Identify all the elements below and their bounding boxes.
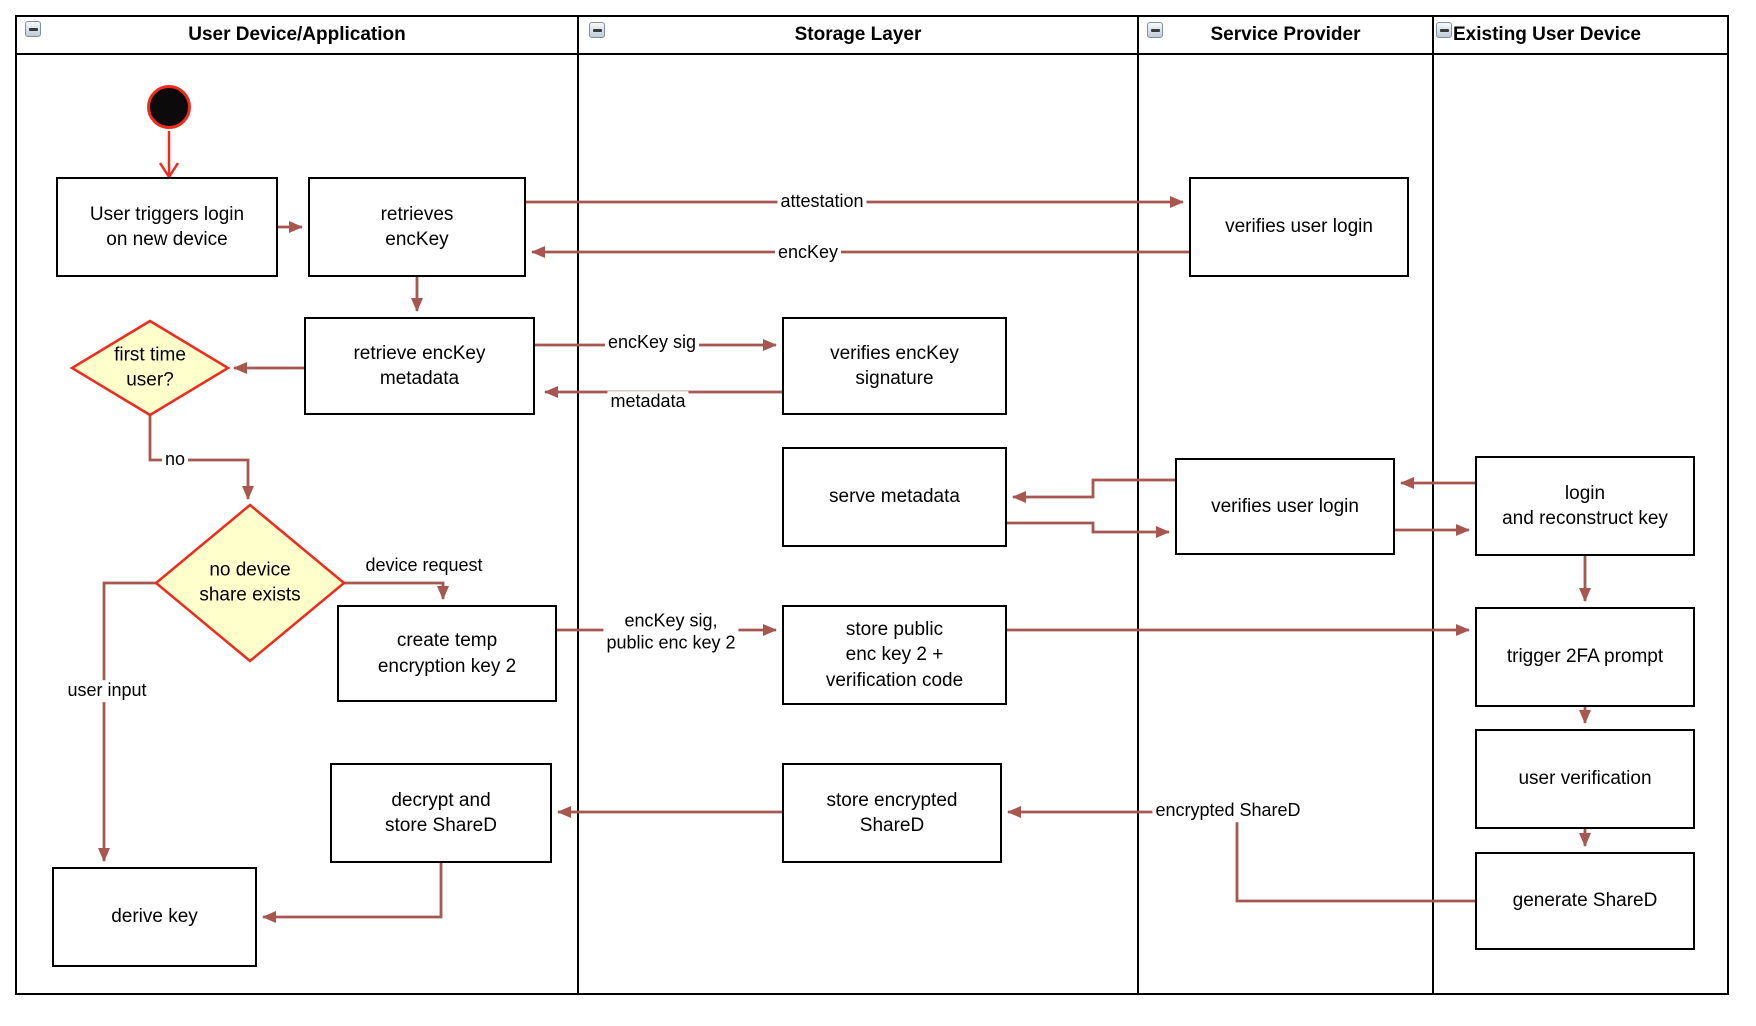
- lane-divider-1: [577, 15, 579, 995]
- node-serve-metadata[interactable]: serve metadata: [782, 447, 1007, 547]
- node-store-public-enc-key[interactable]: store public enc key 2 + verification co…: [782, 605, 1007, 705]
- diagram-border: [15, 15, 1729, 995]
- lane-title-existing-user-device: Existing User Device: [1453, 24, 1641, 45]
- lane-header-service-provider: Service Provider: [1139, 17, 1432, 53]
- lane-title-service-provider: Service Provider: [1210, 24, 1361, 45]
- collapse-lane-icon[interactable]: [1436, 22, 1452, 38]
- minus-icon: [592, 28, 602, 32]
- node-login-and-reconstruct-key[interactable]: login and reconstruct key: [1475, 456, 1695, 556]
- edge-label-device-request: device request: [362, 555, 486, 577]
- edge-label-encrypted-shared: encrypted ShareD: [1152, 800, 1304, 822]
- lane-header-existing-user-device: Existing User Device: [1434, 17, 1728, 53]
- lane-title-user-device-application: User Device/Application: [188, 24, 406, 45]
- collapse-lane-icon[interactable]: [25, 21, 41, 37]
- edge-label-user-input: user input: [64, 680, 150, 702]
- node-decrypt-and-store-shared[interactable]: decrypt and store ShareD: [330, 763, 552, 863]
- minus-icon: [1439, 28, 1449, 32]
- lane-divider-3: [1432, 15, 1434, 995]
- decision-label-first-time-user: first time user?: [114, 344, 186, 390]
- lane-header-storage-layer: Storage Layer: [579, 17, 1137, 53]
- decision-first-time-user[interactable]: [69, 319, 231, 417]
- header-divider: [15, 53, 1729, 55]
- node-retrieves-enckey[interactable]: retrieves encKey: [308, 177, 526, 277]
- collapse-lane-icon[interactable]: [589, 22, 605, 38]
- decision-label-no-device-share: no device share exists: [199, 559, 301, 605]
- node-generate-shared[interactable]: generate ShareD: [1475, 852, 1695, 950]
- node-verifies-enckey-signature[interactable]: verifies encKey signature: [782, 317, 1007, 415]
- collapse-lane-icon[interactable]: [1147, 22, 1163, 38]
- decision-no-device-share[interactable]: [154, 503, 346, 663]
- node-store-encrypted-shared[interactable]: store encrypted ShareD: [782, 763, 1002, 863]
- edge-label-enckey-sig-public-key: encKey sig, public enc key 2: [603, 610, 739, 654]
- node-verifies-user-login-top[interactable]: verifies user login: [1189, 177, 1409, 277]
- edge-label-enckey: encKey: [774, 242, 842, 264]
- node-create-temp-encryption-key[interactable]: create temp encryption key 2: [337, 605, 557, 702]
- node-user-verification[interactable]: user verification: [1475, 729, 1695, 829]
- edge-label-attestation: attestation: [777, 191, 867, 213]
- edge-label-enckey-sig: encKey sig: [604, 332, 700, 354]
- edge-label-no: no: [161, 449, 189, 471]
- edge-label-metadata: metadata: [607, 391, 689, 413]
- lane-divider-2: [1137, 15, 1139, 995]
- minus-icon: [1150, 28, 1160, 32]
- start-node[interactable]: [147, 85, 191, 129]
- minus-icon: [28, 27, 38, 31]
- lane-title-storage-layer: Storage Layer: [794, 24, 922, 45]
- node-trigger-2fa-prompt[interactable]: trigger 2FA prompt: [1475, 607, 1695, 707]
- start-arrow: [158, 131, 180, 180]
- node-verifies-user-login-mid[interactable]: verifies user login: [1175, 458, 1395, 555]
- node-derive-key[interactable]: derive key: [52, 867, 257, 967]
- lane-header-user-device-application: User Device/Application: [17, 17, 577, 53]
- node-user-triggers-login[interactable]: User triggers login on new device: [56, 177, 278, 277]
- node-retrieve-enckey-metadata[interactable]: retrieve encKey metadata: [304, 317, 535, 415]
